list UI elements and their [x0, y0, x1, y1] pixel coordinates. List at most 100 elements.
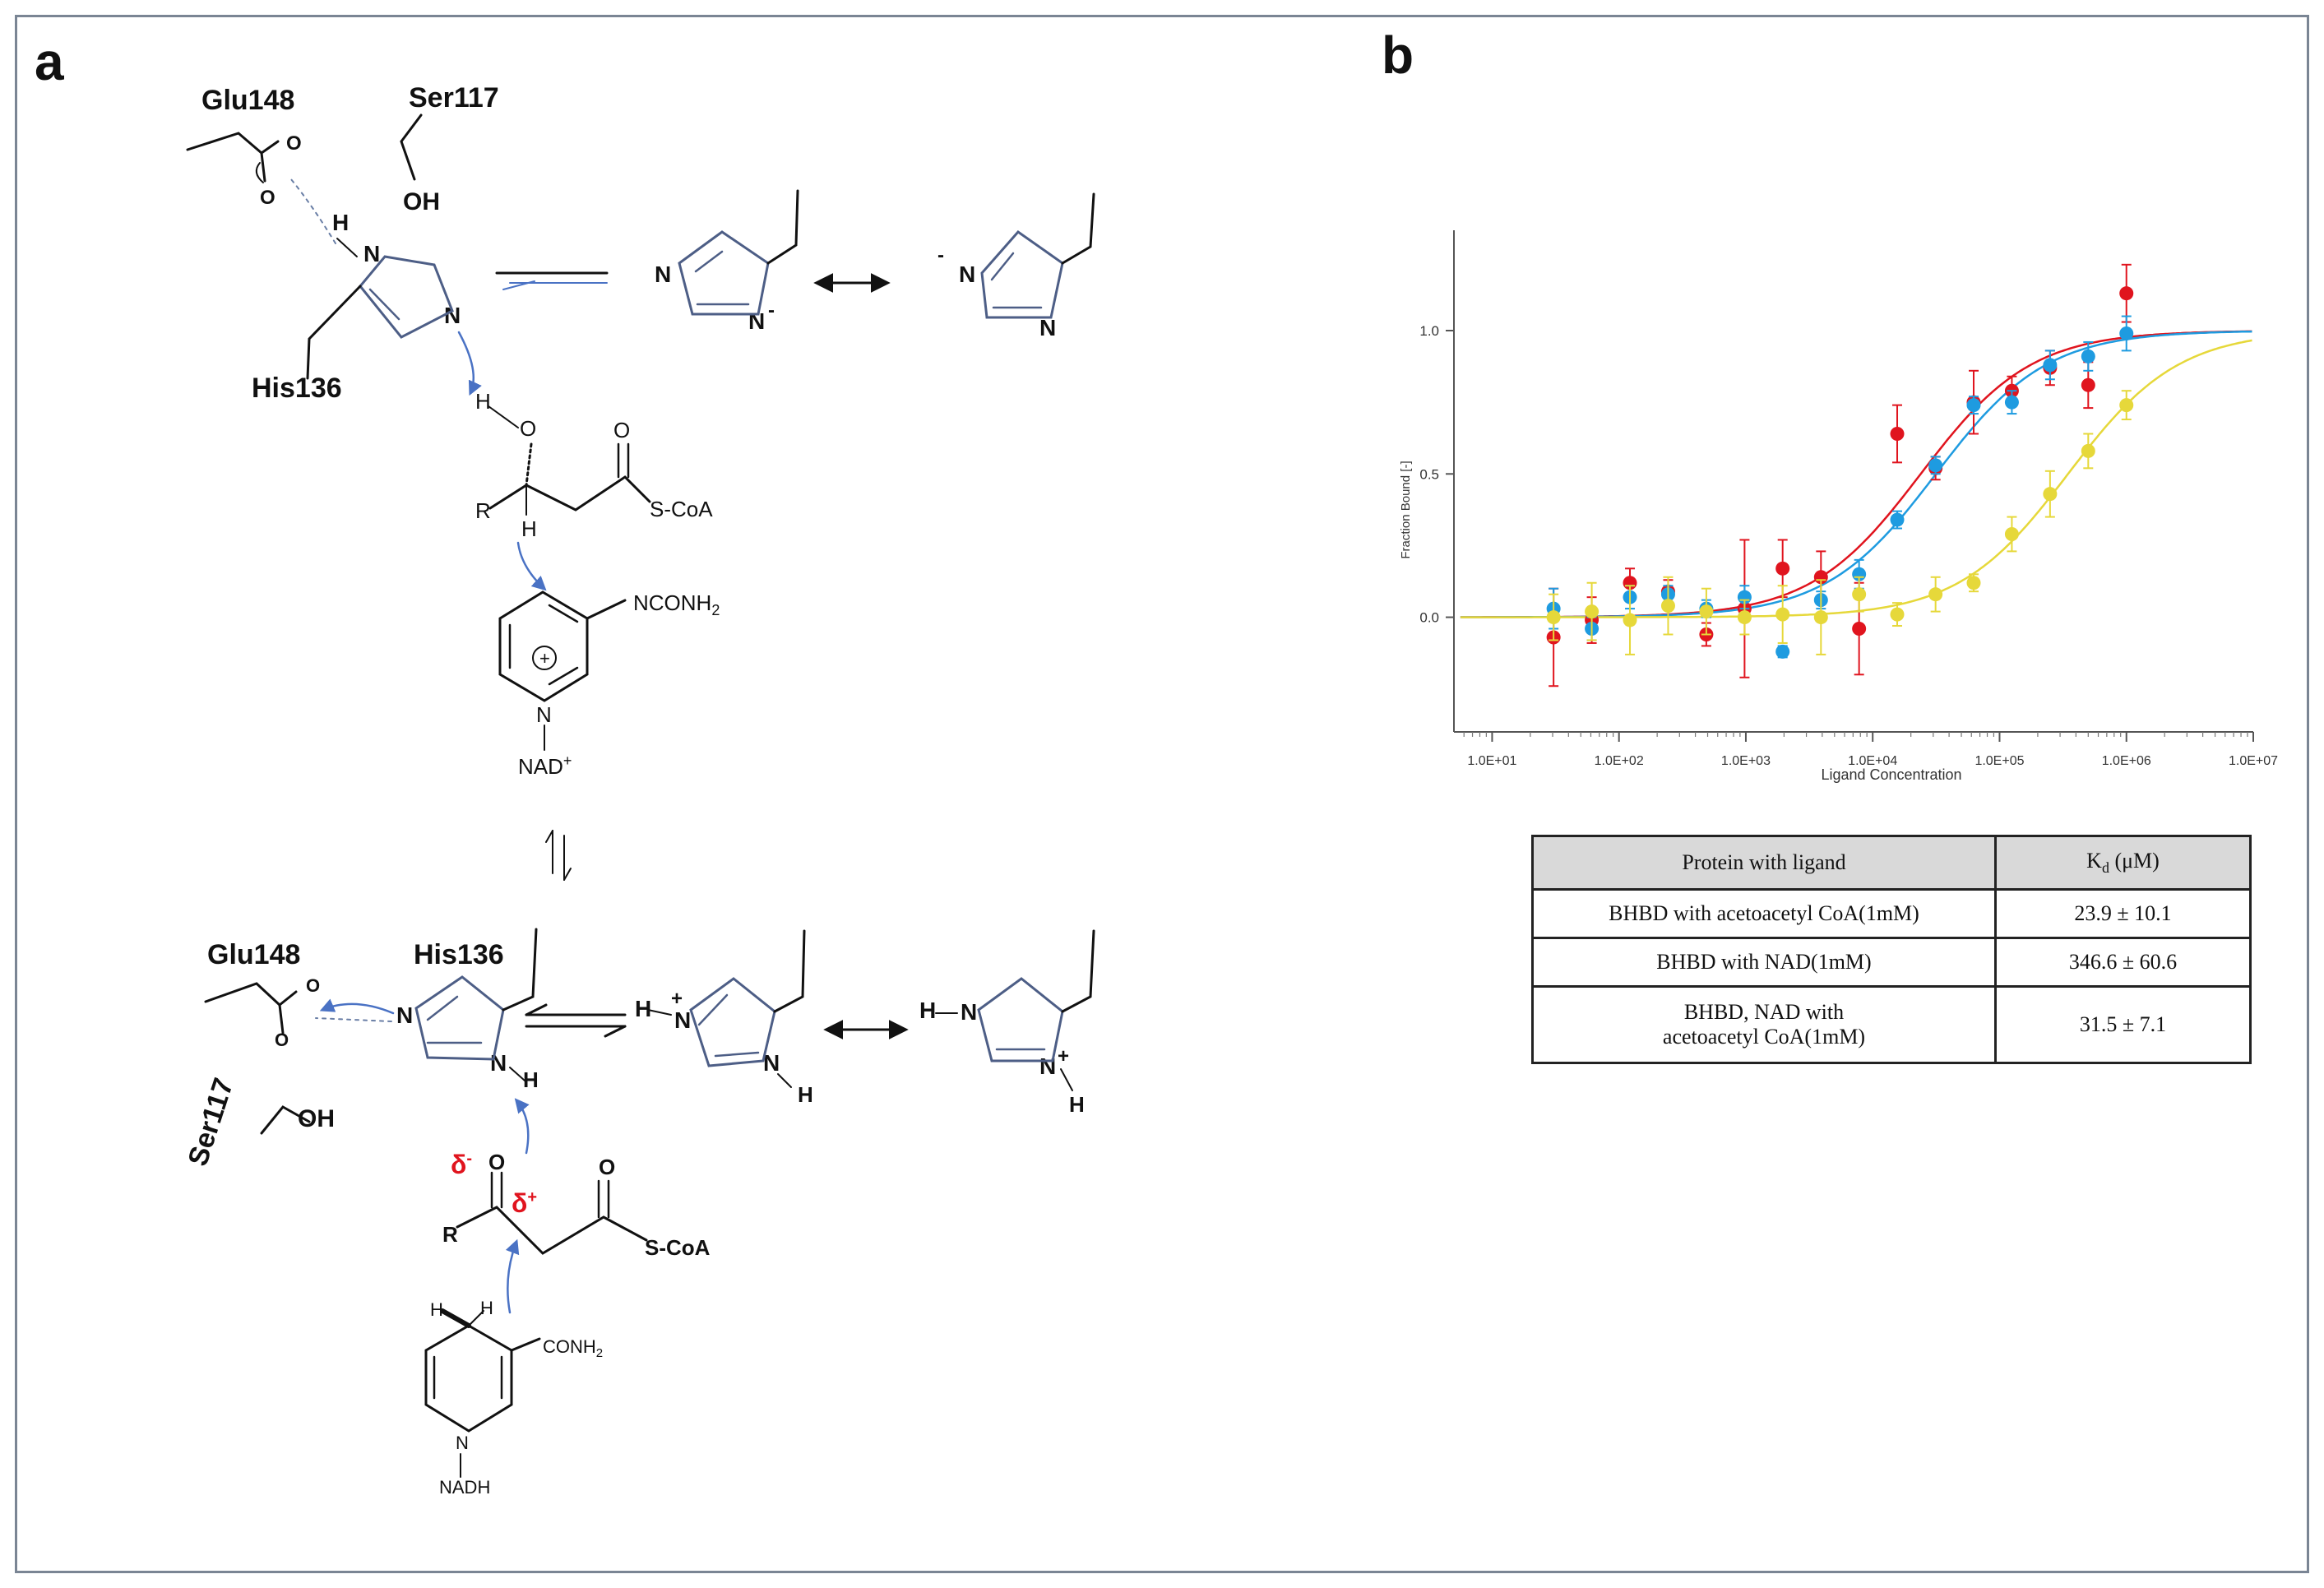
header-protein-with-ligand: Protein with ligand [1531, 835, 1997, 891]
data-point [1890, 426, 1905, 441]
kd-table-header: Protein with ligand Kd (μM) [1531, 835, 2252, 891]
data-point [1966, 398, 1981, 413]
data-point [1660, 599, 1675, 613]
label-minus-2: - [937, 244, 944, 266]
label-h-nadh-1: H [430, 1299, 443, 1320]
label-h-his-top: H [332, 210, 349, 235]
label-r-ketone: R [442, 1222, 458, 1247]
data-point [1546, 610, 1561, 625]
label-h-cat1-left: H [635, 996, 651, 1021]
label-plus-cat2: + [1058, 1045, 1069, 1067]
data-point [1813, 610, 1828, 625]
chart-points [1546, 263, 2134, 688]
cell-protein: BHBD with NAD(1mM) [1531, 937, 1997, 988]
figure-frame [15, 15, 2309, 1573]
label-nadh: NADH [439, 1477, 490, 1498]
label-glu148-top: Glu148 [201, 85, 294, 116]
x-tick-label: 1.0E+03 [1721, 754, 1771, 768]
data-point [1737, 610, 1752, 625]
label-n-cat1-a: N [674, 1007, 691, 1033]
label-n-anion-2a: N [959, 262, 975, 287]
data-point [1775, 644, 1790, 659]
label-glu148-bottom: Glu148 [207, 939, 300, 970]
label-h-oh-sub: H [475, 389, 491, 414]
data-point [1775, 607, 1790, 622]
label-plus-cat1: + [671, 988, 683, 1010]
data-point [1775, 561, 1790, 576]
data-point [1890, 607, 1905, 622]
table-row: BHBD with NAD(1mM) 346.6 ± 60.6 [1531, 937, 2252, 988]
label-o-glu-b2: O [275, 1030, 289, 1050]
label-o-ketone-1: O [488, 1150, 505, 1174]
data-point [1852, 587, 1867, 602]
label-nad-plus: NAD+ [518, 752, 572, 779]
label-o-sub: O [520, 416, 536, 441]
label-o-carbonyl-sub: O [613, 418, 630, 442]
data-point [1852, 622, 1867, 637]
x-tick-label: 1.0E+05 [1974, 754, 2024, 768]
data-point [2119, 326, 2134, 340]
label-delta-plus: δ+ [512, 1188, 537, 1218]
label-n-his-1: N [363, 241, 380, 266]
label-o-ketone-2: O [599, 1155, 615, 1179]
x-tick-label: 1.0E+07 [2229, 754, 2278, 768]
label-n-nadh: N [456, 1433, 469, 1453]
x-axis-title: Ligand Concentration [1821, 766, 1961, 783]
label-his136-bottom: His136 [414, 939, 504, 970]
cell-kd: 23.9 ± 10.1 [1994, 888, 2252, 939]
data-point [2081, 443, 2095, 458]
data-point [2119, 286, 2134, 301]
label-his136-top: His136 [252, 373, 342, 404]
y-axis-title: Fraction Bound [-] [1399, 461, 1413, 558]
label-r-sub: R [475, 498, 491, 523]
data-point [1928, 458, 1943, 473]
data-point [1890, 512, 1905, 527]
data-point [1623, 613, 1637, 627]
data-point [1585, 604, 1599, 619]
data-point [2004, 526, 2019, 541]
label-ser117-top: Ser117 [409, 82, 499, 113]
kd-table: Protein with ligand Kd (μM) BHBD with ac… [1531, 835, 2252, 1064]
label-h-cat2-left: H [919, 998, 936, 1023]
label-o-glu-1: O [286, 132, 302, 155]
x-tick-label: 1.0E+06 [2102, 754, 2151, 768]
label-h-hisb: H [523, 1067, 539, 1092]
label-ser117-bottom: Ser117 [182, 1074, 239, 1169]
data-point [2081, 349, 2095, 363]
label-oh-top: OH [403, 188, 440, 215]
data-point [2081, 377, 2095, 392]
label-n-nad: N [536, 702, 552, 727]
panel-letter-b: b [1382, 25, 1414, 85]
table-row: BHBD with acetoacetyl CoA(1mM) 23.9 ± 10… [1531, 888, 2252, 939]
data-point [1699, 604, 1714, 619]
label-h-sub: H [521, 516, 537, 541]
label-o-glu-2: O [260, 187, 275, 209]
label-scoa-sub: S-CoA [650, 497, 713, 521]
label-n-anion-1a: N [655, 262, 671, 287]
label-n-hisb-2: N [490, 1050, 507, 1076]
label-n-cat1-b: N [763, 1050, 780, 1076]
label-n-anion-2b: N [1039, 315, 1056, 340]
cell-kd: 346.6 ± 60.6 [1994, 937, 2252, 988]
data-point [2043, 487, 2058, 502]
label-h-cat2-b: H [1069, 1092, 1085, 1117]
label-conh2: CONH2 [543, 1336, 603, 1360]
data-point [1928, 587, 1943, 602]
data-point [1966, 576, 1981, 590]
label-h-nadh-2: H [480, 1298, 493, 1318]
label-n-his-2: N [444, 303, 461, 328]
label-delta-minus: δ- [451, 1150, 472, 1179]
panel-letter-a: a [35, 32, 64, 91]
label-o-glu-b1: O [306, 975, 320, 996]
label-nconh2: NCONH2 [633, 590, 720, 618]
label-circle-plus: + [539, 648, 550, 669]
data-point [2119, 398, 2134, 413]
y-tick-label: 0.0 [1419, 610, 1439, 626]
label-scoa-ketone: S-CoA [645, 1235, 711, 1260]
label-h-cat1-b: H [798, 1082, 813, 1107]
data-point [2004, 395, 2019, 410]
